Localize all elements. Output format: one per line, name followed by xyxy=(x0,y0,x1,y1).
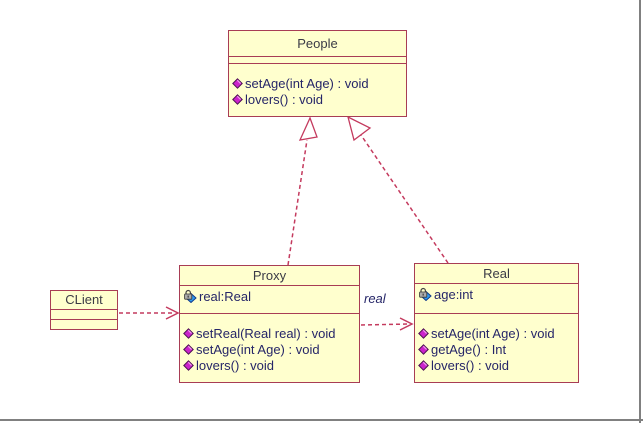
operation-icon xyxy=(418,343,429,355)
class-client[interactable]: CLient xyxy=(50,290,118,330)
hollow-triangle-arrowhead xyxy=(347,115,372,142)
operation-row: lovers() : void xyxy=(180,357,359,373)
operation-label: setAge(int Age) : void xyxy=(196,341,320,357)
operation-label: setAge(int Age) : void xyxy=(245,75,369,91)
operation-icon xyxy=(232,93,243,105)
page-edge-bottom xyxy=(0,419,643,421)
class-people[interactable]: People setAge(int Age) : void lovers() :… xyxy=(228,30,407,117)
class-proxy[interactable]: Proxy real:Real setReal(Real real) : voi… xyxy=(179,265,360,383)
attribute-row: real:Real xyxy=(180,288,359,304)
class-title: Real xyxy=(483,266,510,281)
operation-row: lovers() : void xyxy=(415,357,578,373)
attribute-label: age:int xyxy=(434,286,474,302)
realization-arrow-proxy-to-people[interactable] xyxy=(287,116,318,266)
attributes-compartment: age:int xyxy=(415,283,578,313)
operation-label: lovers() : void xyxy=(431,357,510,373)
open-arrowhead xyxy=(399,317,414,331)
locked-private-attribute-icon xyxy=(184,289,197,303)
dependency-arrow-client-to-proxy[interactable] xyxy=(119,306,180,320)
operations-compartment: setReal(Real real) : void setAge(int Age… xyxy=(180,313,359,382)
operation-row: getAge() : Int xyxy=(415,341,578,357)
realization-arrow-real-to-people[interactable] xyxy=(347,115,449,264)
operation-label: getAge() : Int xyxy=(431,341,507,357)
operation-label: lovers() : void xyxy=(196,357,275,373)
open-arrowhead xyxy=(165,306,180,320)
class-title: CLient xyxy=(65,292,103,307)
operation-icon xyxy=(183,343,194,355)
dependency-arrow-proxy-to-real[interactable] xyxy=(360,317,414,331)
attributes-compartment xyxy=(229,56,406,63)
class-title: People xyxy=(297,36,338,51)
operation-label: setReal(Real real) : void xyxy=(196,325,336,341)
attributes-compartment: real:Real xyxy=(180,285,359,313)
locked-private-attribute-icon xyxy=(419,287,432,301)
operations-compartment xyxy=(51,319,117,329)
hollow-triangle-arrowhead xyxy=(298,116,318,141)
operation-row: setAge(int Age) : void xyxy=(229,75,406,91)
class-real[interactable]: Real age:int setAge(int Age) : void xyxy=(414,263,579,383)
operation-icon xyxy=(232,77,243,89)
attributes-compartment xyxy=(51,309,117,319)
operation-icon xyxy=(183,327,194,339)
class-title: Proxy xyxy=(252,268,287,283)
operation-row: setAge(int Age) : void xyxy=(180,341,359,357)
operation-icon xyxy=(418,327,429,339)
operation-row: lovers() : void xyxy=(229,91,406,107)
operation-icon xyxy=(418,359,429,371)
operation-label: setAge(int Age) : void xyxy=(431,325,555,341)
attribute-row: age:int xyxy=(415,286,578,302)
operation-label: lovers() : void xyxy=(245,91,324,107)
operations-compartment: setAge(int Age) : void lovers() : void xyxy=(229,63,406,116)
operation-row: setReal(Real real) : void xyxy=(180,325,359,341)
operation-icon xyxy=(183,359,194,371)
operations-compartment: setAge(int Age) : void getAge() : Int lo… xyxy=(415,313,578,382)
page-edge-right xyxy=(639,0,641,423)
operation-row: setAge(int Age) : void xyxy=(415,325,578,341)
attribute-label: real:Real xyxy=(199,288,252,304)
dependency-role-label: real xyxy=(364,291,386,306)
